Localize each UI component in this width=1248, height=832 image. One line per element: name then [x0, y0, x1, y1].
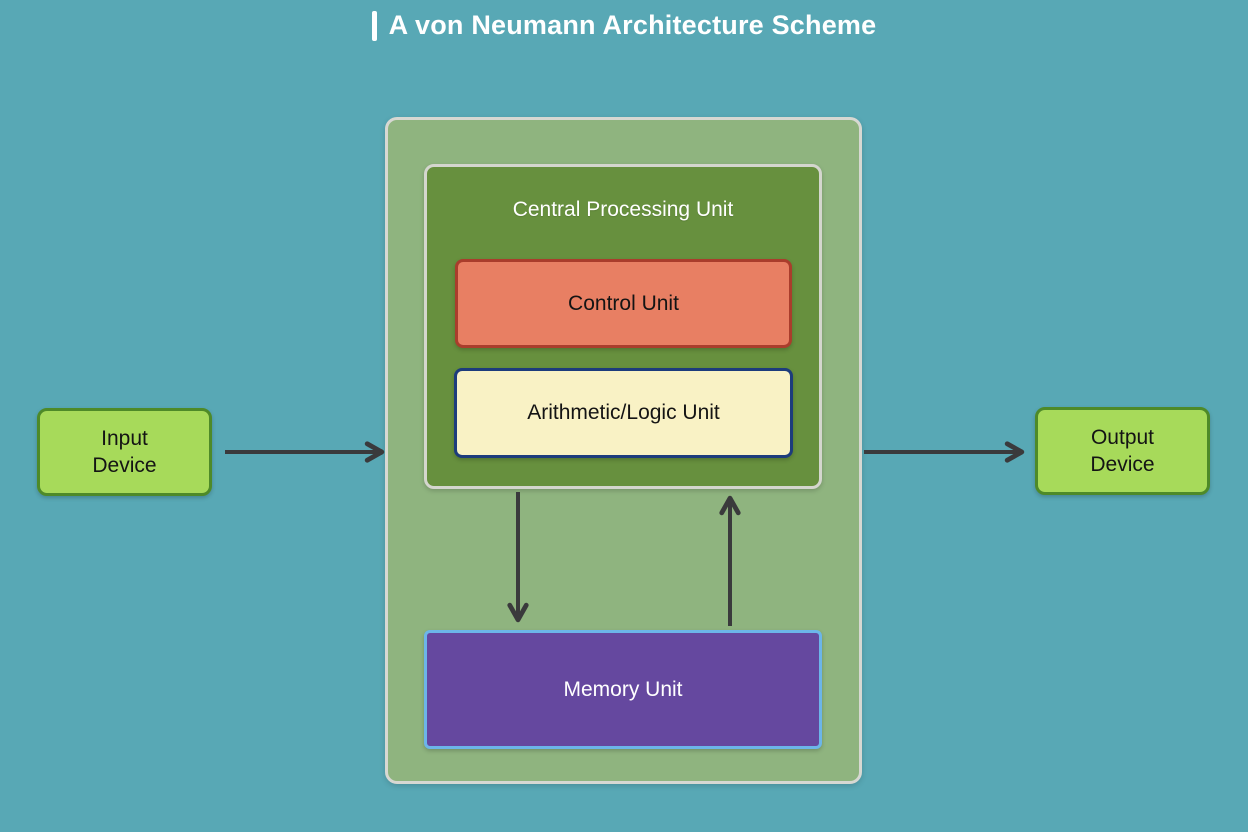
memory-unit-box: Memory Unit	[424, 630, 822, 749]
cpu-label: Central Processing Unit	[512, 198, 734, 221]
control-unit-label: Control Unit	[568, 291, 679, 315]
title-accent-bar	[371, 10, 377, 41]
output-device-box: Output Device	[1035, 407, 1210, 495]
output-device-label: Output Device	[1090, 425, 1155, 476]
input-device-box: Input Device	[37, 408, 212, 496]
page-title-text: A von Neumann Architecture Scheme	[388, 10, 877, 40]
alu-label: Arithmetic/Logic Unit	[527, 401, 720, 425]
control-unit-box: Control Unit	[455, 259, 792, 348]
page-title: A von Neumann Architecture Scheme	[0, 10, 1248, 41]
memory-unit-label: Memory Unit	[563, 677, 683, 701]
alu-box: Arithmetic/Logic Unit	[454, 368, 793, 458]
input-device-label: Input Device	[92, 426, 157, 477]
